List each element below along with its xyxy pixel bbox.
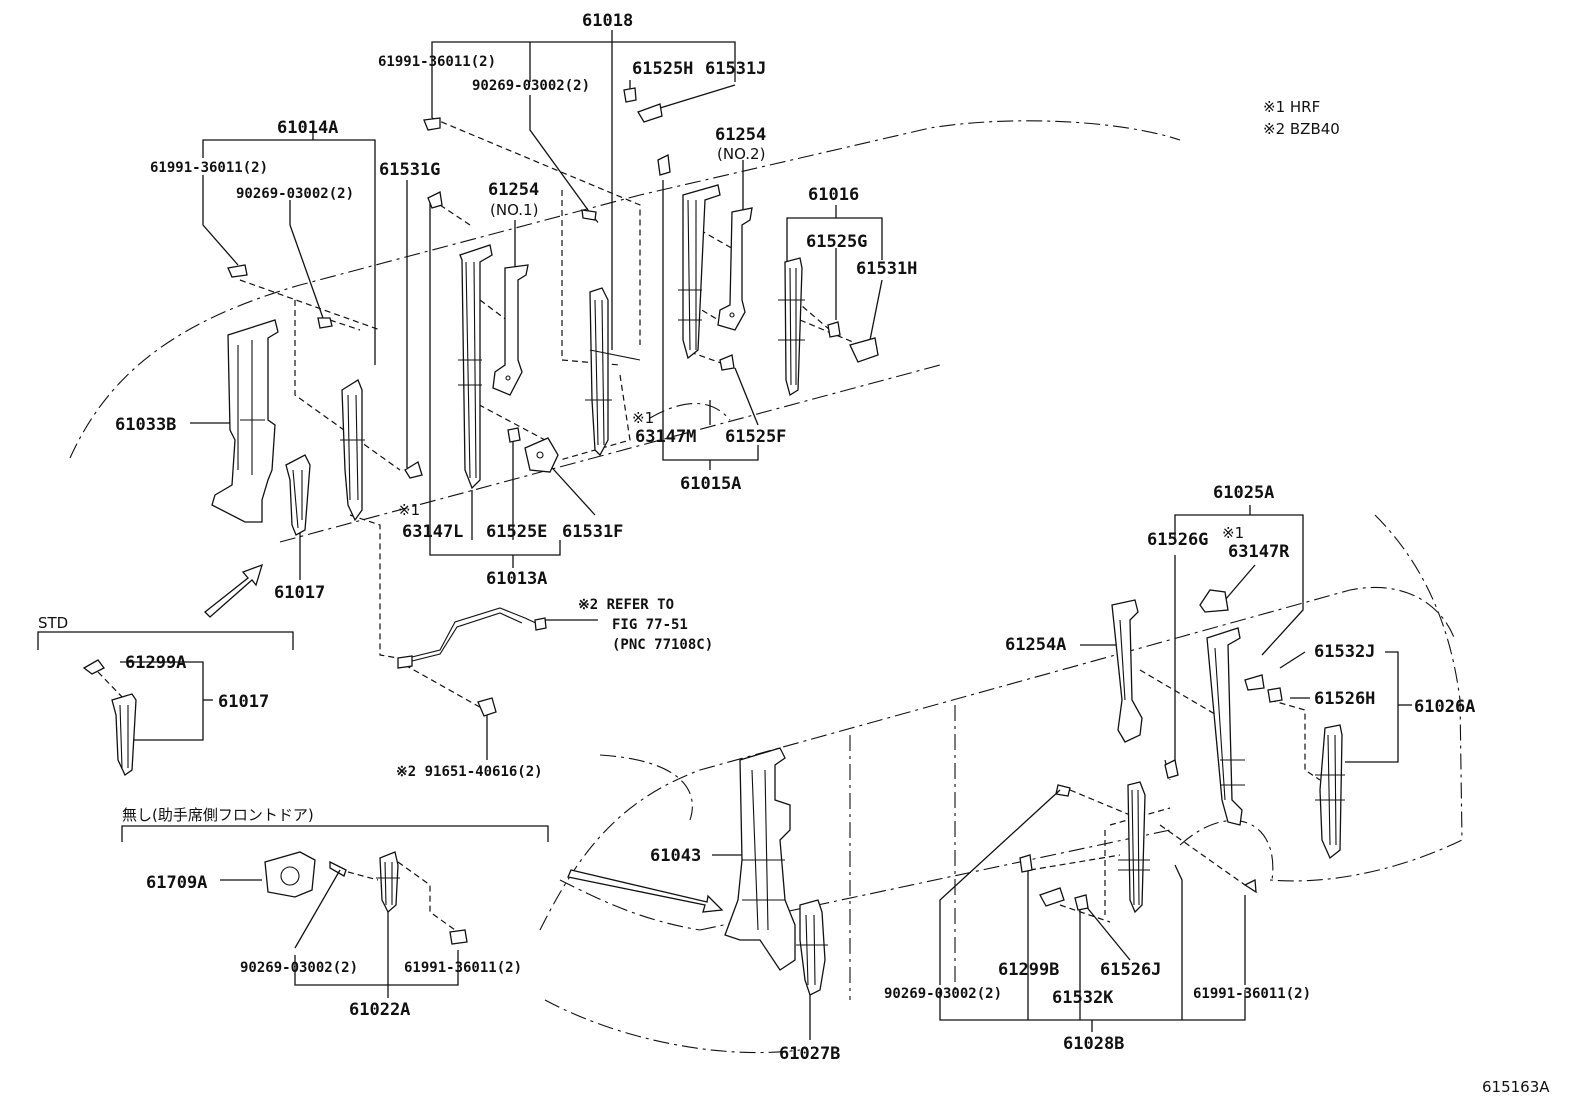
label-61254A: 61254A [1005, 635, 1066, 655]
label-61531J: 61531J [705, 59, 766, 79]
label-note-1-c: ※1 [1222, 524, 1244, 542]
label-61017-b: 61017 [218, 692, 269, 712]
label-61254-no1: 61254 [488, 180, 539, 200]
label-63147L: 63147L [402, 522, 463, 542]
screw-90269 [317, 209, 1071, 877]
label-61299B: 61299B [998, 960, 1059, 980]
label-61254-no2: 61254 [715, 125, 766, 145]
note-bzb40: ※2 BZB40 [1263, 120, 1340, 138]
label-61027B: 61027B [779, 1044, 840, 1064]
refer-line-3: (PNC 77108C) [612, 637, 713, 653]
label-note-1-b: ※1 [398, 501, 420, 519]
clip-61526H [1267, 687, 1283, 703]
pillar-61043 [724, 747, 796, 971]
label-61531G: 61531G [379, 160, 440, 180]
pillar-61254-no2 [717, 207, 753, 331]
labels: 61018 61991-36011(2) 90269-03002(2) 6152… [38, 11, 1550, 1096]
label-61531H: 61531H [856, 259, 917, 279]
clip-61525E [507, 427, 521, 443]
label-61018: 61018 [582, 11, 633, 31]
label-61991-36011-d: 61991-36011(2) [1193, 986, 1311, 1002]
label-61028B: 61028B [1063, 1034, 1124, 1054]
label-61531F: 61531F [562, 522, 623, 542]
clip-61531G [404, 461, 423, 479]
label-61025A: 61025A [1213, 483, 1274, 503]
pillar-61028B [1019, 781, 1150, 914]
pillar-61016 [778, 257, 879, 397]
label-61991-36011-c: 61991-36011(2) [404, 960, 522, 976]
label-90269-03002-c: 90269-03002(2) [240, 960, 358, 976]
label-61525F: 61525F [725, 427, 786, 447]
vehicle-outline-upper [69, 120, 1181, 543]
label-61526J: 61526J [1100, 960, 1161, 980]
bolt-91651 [477, 697, 497, 717]
pillar-61025A [1164, 627, 1245, 826]
nashi-box [121, 825, 549, 998]
label-63147M: 63147M [635, 427, 696, 447]
pillar-61027B [796, 899, 828, 996]
label-63147R: 63147R [1228, 542, 1290, 562]
bracket-61531F [524, 437, 559, 473]
label-61532J: 61532J [1314, 642, 1375, 662]
label-61017-a: 61017 [274, 583, 325, 603]
label-61709A: 61709A [146, 873, 207, 893]
label-61033B: 61033B [115, 415, 176, 435]
refer-line-2: FIG 77-51 [612, 617, 688, 633]
label-61015A: 61015A [680, 474, 741, 494]
arrow-front-lower [567, 869, 724, 913]
arrow-front-upper [204, 563, 263, 618]
label-61532K: 61532K [1052, 988, 1114, 1008]
label-90269-03002-d: 90269-03002(2) [884, 986, 1002, 1002]
label-61016: 61016 [808, 185, 859, 205]
figure-id: 615163A [1482, 1078, 1550, 1096]
label-91651-40616: ※2 91651-40616(2) [396, 764, 543, 780]
pillar-61017 [285, 454, 311, 536]
dashed-lines-upper [239, 117, 861, 711]
label-61525G: 61525G [806, 232, 867, 252]
pillar-61033B [211, 319, 279, 523]
clip-61991-a [227, 117, 1257, 945]
leader-lines-lower [712, 505, 1412, 1040]
pillar-61026A [1315, 724, 1345, 860]
note-hrf: ※1 HRF [1263, 98, 1320, 116]
pillar-61015A [657, 154, 735, 371]
label-61526G: 61526G [1147, 530, 1208, 550]
label-note-1-a: ※1 [632, 409, 654, 427]
label-61043: 61043 [650, 846, 701, 866]
pillar-61254-no1 [492, 264, 529, 396]
pillar-61014A-piece [340, 379, 365, 522]
refer-line-1: ※2 REFER TO [578, 597, 674, 613]
label-61525E: 61525E [486, 522, 547, 542]
std-box [37, 631, 294, 776]
label-61991-36011-b: 61991-36011(2) [150, 160, 268, 176]
label-61991-36011-a: 61991-36011(2) [378, 54, 496, 70]
label-61013A: 61013A [486, 569, 547, 589]
label-90269-03002-b: 90269-03002(2) [236, 186, 354, 202]
clip-63147R [1199, 589, 1229, 613]
leader-lines-upper [190, 30, 883, 760]
pillar-61018 [585, 87, 663, 457]
label-61026A: 61026A [1414, 697, 1475, 717]
label-no2: (NO.2) [717, 145, 765, 163]
label-90269-03002-a: 90269-03002(2) [472, 78, 590, 94]
wire-harness-77108C [397, 607, 547, 669]
label-61022A: 61022A [349, 1000, 410, 1020]
clip-61532J [1244, 674, 1265, 691]
label-61014A: 61014A [277, 118, 338, 138]
pillar-61013A [427, 191, 493, 490]
pillar-61254A [1111, 599, 1143, 743]
label-nashi: 無し(助手席側フロントドア) [122, 806, 314, 824]
label-std: STD [38, 614, 68, 632]
label-no1: (NO.1) [490, 201, 538, 219]
label-61525H: 61525H [632, 59, 693, 79]
label-61299A: 61299A [125, 653, 186, 673]
label-61526H: 61526H [1314, 689, 1375, 709]
